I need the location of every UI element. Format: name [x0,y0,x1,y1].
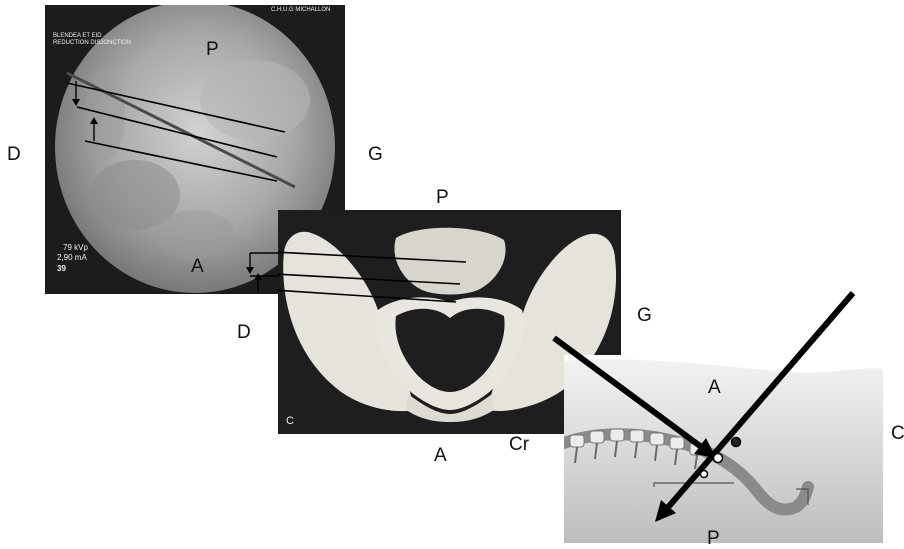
label-xray-left: D [7,145,21,164]
landmark-dot [701,471,708,478]
landmark-dot [732,438,741,447]
landmark-dot [714,454,723,463]
label-pelvis-bottom: A [434,446,447,465]
label-pelvis-right: G [637,306,652,325]
label-pelvis-top: P [436,188,449,207]
label-pelvis-cr: Cr [509,435,529,454]
label-xray-right: G [368,145,383,164]
axis-arrow-shaft [664,293,853,512]
label-pelvis-left: D [237,323,251,342]
label-xray-top: P [206,40,219,59]
oblique-arrow-shaft [554,338,700,446]
label-spine-bottom: P [707,529,720,548]
label-xray-bottom: A [191,257,204,276]
label-spine-right: C [891,424,904,443]
label-spine-top: A [708,378,721,397]
